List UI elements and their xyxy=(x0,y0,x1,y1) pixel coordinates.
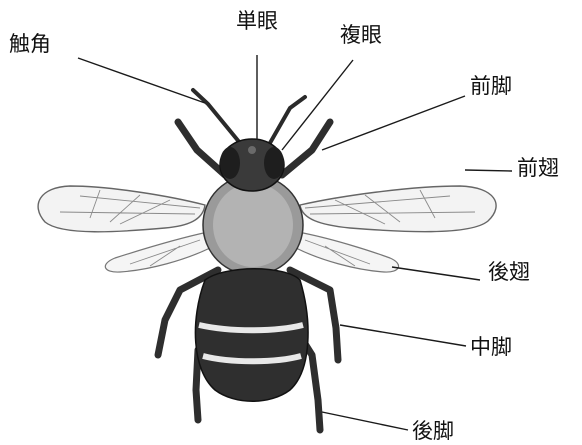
abdomen xyxy=(195,269,308,402)
label-antenna: 触角 xyxy=(9,34,51,55)
label-compound-eye: 複眼 xyxy=(340,25,382,46)
right-hindwing xyxy=(296,232,399,272)
label-forewing: 前翅 xyxy=(517,158,559,179)
label-midleg: 中脚 xyxy=(470,337,512,358)
ocelli xyxy=(248,146,256,154)
right-compound-eye xyxy=(264,147,284,179)
label-hindwing: 後翅 xyxy=(488,262,530,283)
left-compound-eye xyxy=(220,147,240,179)
thorax-fur xyxy=(213,183,293,267)
left-hindwing xyxy=(105,232,210,272)
label-ocelli: 単眼 xyxy=(236,11,278,32)
label-foreleg: 前脚 xyxy=(470,76,512,97)
left-forewing xyxy=(38,186,205,232)
label-hindleg: 後脚 xyxy=(412,421,454,442)
right-forewing xyxy=(300,186,496,232)
antennae xyxy=(193,90,305,143)
